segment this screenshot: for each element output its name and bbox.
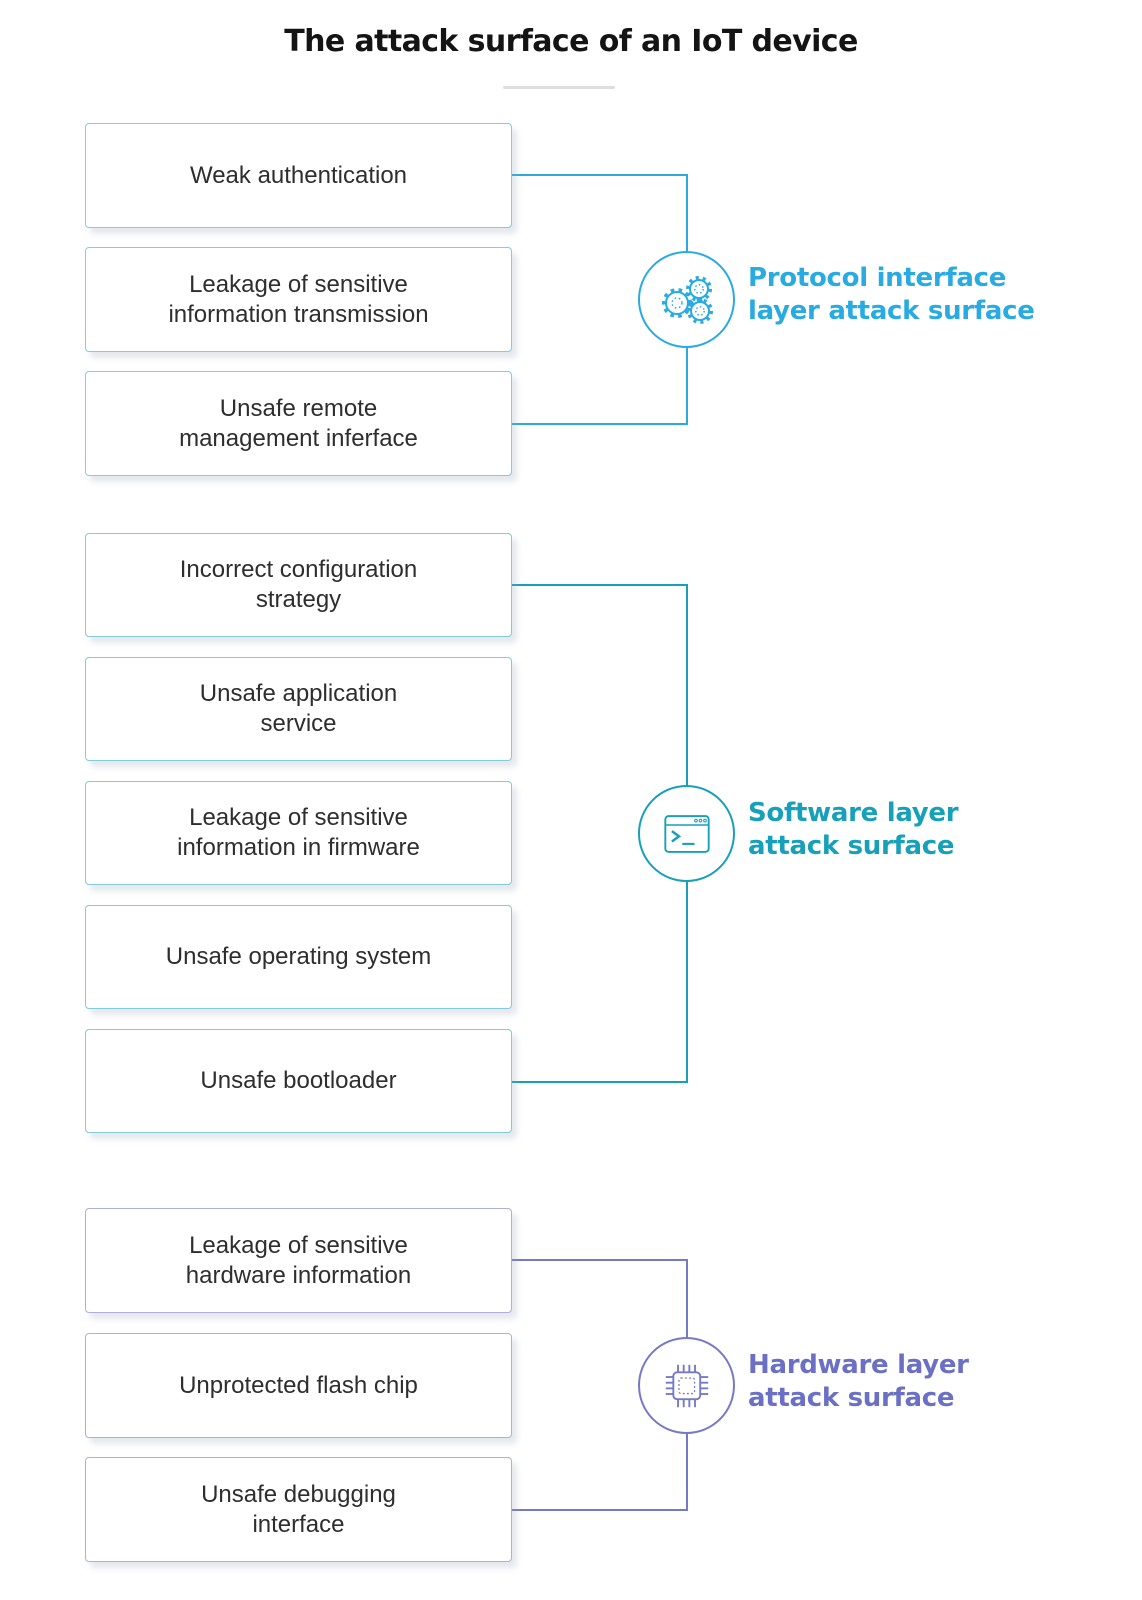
attack-item-box: Unsafe operating system: [85, 905, 512, 1009]
attack-item-box: Leakage of sensitive information in firm…: [85, 781, 512, 885]
software-layer-badge: [638, 785, 735, 882]
attack-item-box: Leakage of sensitive information transmi…: [85, 247, 512, 352]
page-title: The attack surface of an IoT device: [284, 24, 858, 59]
attack-item-box: Unsafe remote management inferface: [85, 371, 512, 476]
gears-icon: [657, 270, 717, 330]
attack-item-box: Unsafe bootloader: [85, 1029, 512, 1133]
protocol-layer-badge: [638, 251, 735, 348]
chip-icon: [654, 1353, 720, 1419]
hardware-layer-badge: [638, 1337, 735, 1434]
terminal-icon: [654, 801, 720, 867]
title-divider: [503, 86, 615, 89]
software-layer-label: Software layer attack surface: [748, 798, 959, 861]
attack-item-box: Incorrect configuration strategy: [85, 533, 512, 637]
protocol-layer-label: Protocol interface layer attack surface: [748, 263, 1035, 326]
attack-item-box: Unsafe debugging interface: [85, 1457, 512, 1562]
attack-item-box: Unprotected flash chip: [85, 1333, 512, 1438]
attack-item-box: Weak authentication: [85, 123, 512, 228]
attack-item-box: Leakage of sensitive hardware informatio…: [85, 1208, 512, 1313]
attack-item-box: Unsafe application service: [85, 657, 512, 761]
hardware-layer-label: Hardware layer attack surface: [748, 1350, 969, 1413]
